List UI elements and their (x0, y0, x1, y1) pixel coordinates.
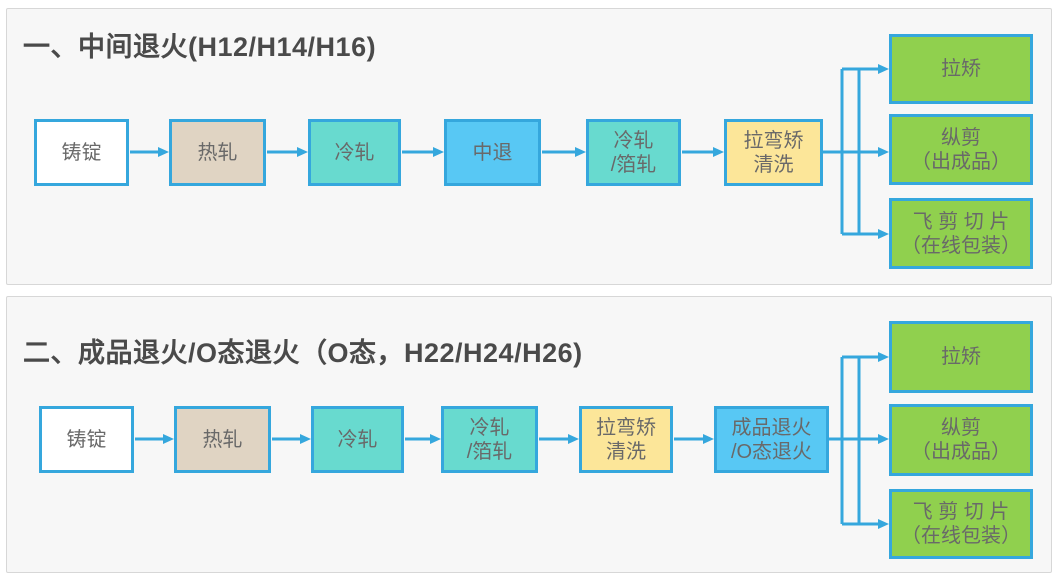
flow1-step-intermediate-annealing: 中退 (444, 119, 541, 186)
flow2-output-flying-shear-slicing: 飞 剪 切 片 （在线包装） (889, 489, 1033, 559)
flow2-step-tension-leveling-cleaning: 拉弯矫 清洗 (579, 406, 673, 473)
flow1-output-tension-leveling: 拉矫 (889, 34, 1033, 104)
flow2-step-casting-ingot: 铸锭 (39, 406, 134, 473)
flow2-step-hot-rolling: 热轧 (174, 406, 271, 473)
flow1-step-tension-leveling-cleaning: 拉弯矫 清洗 (724, 119, 823, 186)
flow1-step-casting-ingot: 铸锭 (34, 119, 129, 186)
flow2-step-finished-o-temper-annealing: 成品退火 /O态退火 (714, 406, 829, 473)
flow1-step-cold-foil-rolling: 冷轧 /箔轧 (586, 119, 681, 186)
flow2-step-cold-foil-rolling: 冷轧 /箔轧 (441, 406, 538, 473)
flow2-panel: 二、成品退火/O态退火（O态，H22/H24/H26) (6, 296, 1052, 573)
flow1-output-flying-shear-slicing: 飞 剪 切 片 （在线包装） (889, 198, 1033, 269)
flow1-title: 一、中间退火(H12/H14/H16) (23, 32, 377, 62)
flow1-step-hot-rolling: 热轧 (169, 119, 266, 186)
flow2-title: 二、成品退火/O态退火（O态，H22/H24/H26) (23, 338, 583, 368)
flow2-step-cold-rolling: 冷轧 (311, 406, 404, 473)
flow1-output-slitting-finished: 纵剪 （出成品） (889, 114, 1033, 185)
flow1-step-cold-rolling: 冷轧 (308, 119, 401, 186)
flow1-panel: 一、中间退火(H12/H14/H16) 铸锭 热 (6, 8, 1052, 285)
flow2-output-tension-leveling: 拉矫 (889, 321, 1033, 393)
flow2-output-slitting-finished: 纵剪 （出成品） (889, 404, 1033, 476)
